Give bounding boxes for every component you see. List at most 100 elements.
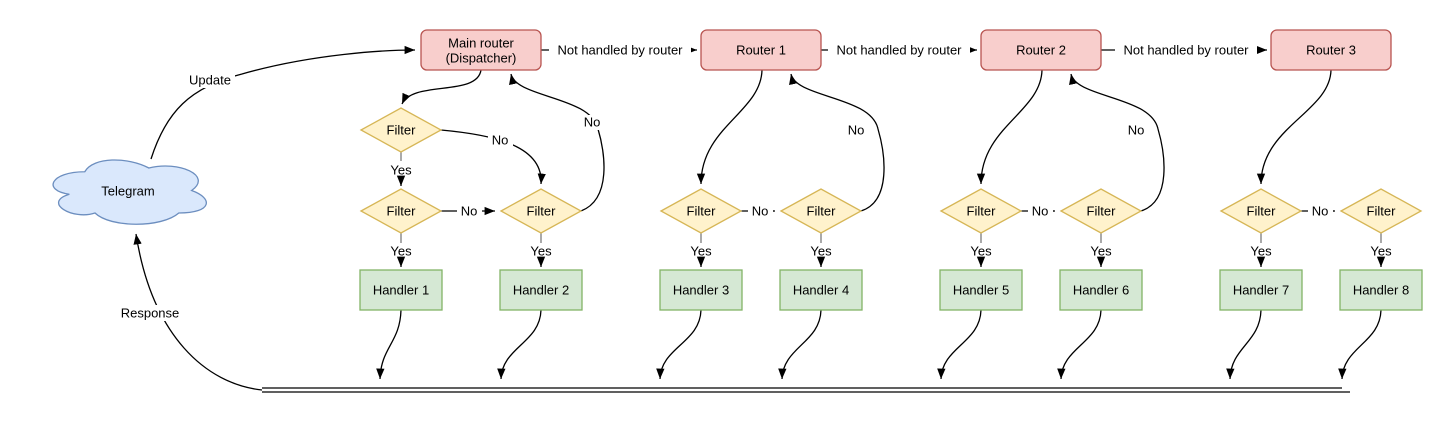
not-handled-label-2: Not handled by router [836,43,962,58]
filter6-diamond [939,188,1023,234]
label-bg [488,133,513,148]
filter2-node: Filter [359,188,443,234]
handler3-box [659,269,743,311]
edge-router1-to-filter4 [696,69,763,185]
label-bg [828,42,970,58]
dispatcher-node: Main router (Dispatcher) [420,29,542,71]
yes-label-filter2: Yes [390,244,412,259]
router1-box [700,29,822,71]
not-handled-label-3: Not handled by router [1123,43,1249,58]
filter1-diamond [359,107,443,153]
label-bg [1124,123,1149,138]
filter1-label: Filter [387,123,417,138]
handler-to-bus-edges [376,309,1382,380]
handler6-node: Handler 6 [1059,269,1143,311]
label-bg [844,123,869,138]
edge-dispatcher-to-filter1 [401,69,482,105]
label-bg [1115,42,1257,58]
router1-label: Router 1 [736,43,786,58]
handler8-box [1339,269,1423,311]
yes-label-filter6: Yes [970,244,992,259]
no-label-filter1: No [492,133,509,148]
filter8-label: Filter [1247,204,1277,219]
filter9-node: Filter [1339,188,1423,234]
handler1-node: Handler 1 [359,269,443,311]
edge-handler4-to-bus [778,309,822,380]
edge-labels: Update Response Not handled by router No… [118,42,1392,321]
edge-handler6-to-bus [1057,309,1102,380]
edge-handler2-to-bus [497,309,542,380]
handler5-box [939,269,1023,311]
yes-label-filter8: Yes [1250,244,1272,259]
response-label: Response [121,306,180,321]
label-bg [1028,204,1053,219]
filter3-label: Filter [527,204,557,219]
handler5-node: Handler 5 [939,269,1023,311]
router3-box [1270,29,1392,71]
yes-label-filter5: Yes [810,244,832,259]
telegram-label: Telegram [101,184,154,199]
filter7-diamond [1059,188,1143,234]
filter6-node: Filter [939,188,1023,234]
filter4-diamond [659,188,743,234]
handler2-box [499,269,583,311]
handler5-label: Handler 5 [953,283,1009,298]
yes-label-filter7: Yes [1090,244,1112,259]
label-bg [118,305,182,321]
filter9-diamond [1339,188,1423,234]
yes-label-filter4: Yes [690,244,712,259]
filter3-node: Filter [499,188,583,234]
label-bg [1308,204,1333,219]
handler3-node: Handler 3 [659,269,743,311]
router2-box [980,29,1102,71]
edge-handler7-to-bus [1226,309,1262,380]
router2-label: Router 2 [1016,43,1066,58]
dispatcher-label-line1: Main router [448,36,514,51]
handler4-node: Handler 4 [779,269,863,311]
edge-update [150,45,416,160]
filter1-node: Filter [359,107,443,153]
filter3-diamond [499,188,583,234]
label-bg [457,204,482,219]
router2-node: Router 2 [980,29,1102,71]
yes-connectors [396,233,1386,267]
handler1-box [359,269,443,311]
handler7-box [1219,269,1303,311]
edge-handler3-to-bus [656,309,702,380]
filter5-diamond [779,188,863,234]
handler6-label: Handler 6 [1073,283,1129,298]
label-bg [748,204,773,219]
yes-label-filter1: Yes [390,163,412,178]
filter4-label: Filter [687,204,717,219]
handler4-label: Handler 4 [793,283,849,298]
edge-handler5-to-bus [937,309,982,380]
handler8-node: Handler 8 [1339,269,1423,311]
cloud-shape [52,159,207,225]
filter2-label: Filter [387,204,417,219]
handler3-label: Handler 3 [673,283,729,298]
edge-filter3-no-to-dispatcher [509,73,605,212]
edge-router2-to-filter6 [976,69,1043,185]
no-label-filter2-3: No [461,204,478,219]
router3-label: Router 3 [1306,43,1356,58]
label-bg [185,72,235,88]
filter5-label: Filter [807,204,837,219]
handler7-node: Handler 7 [1219,269,1303,311]
filter4-node: Filter [659,188,743,234]
filter8-node: Filter [1219,188,1303,234]
label-bg [580,115,605,130]
update-label: Update [189,73,231,88]
edge-handler8-to-bus [1338,309,1382,380]
edge-response [133,233,263,391]
no-label-return-router2: No [1128,123,1145,138]
router3-node: Router 3 [1270,29,1392,71]
telegram-cloud-node: Telegram [52,159,207,225]
dispatcher-label-line2: (Dispatcher) [446,51,517,66]
handler4-box [779,269,863,311]
dispatcher-box [420,29,542,71]
filter2-diamond [359,188,443,234]
handler1-label: Handler 1 [373,283,429,298]
label-bg [549,42,691,58]
